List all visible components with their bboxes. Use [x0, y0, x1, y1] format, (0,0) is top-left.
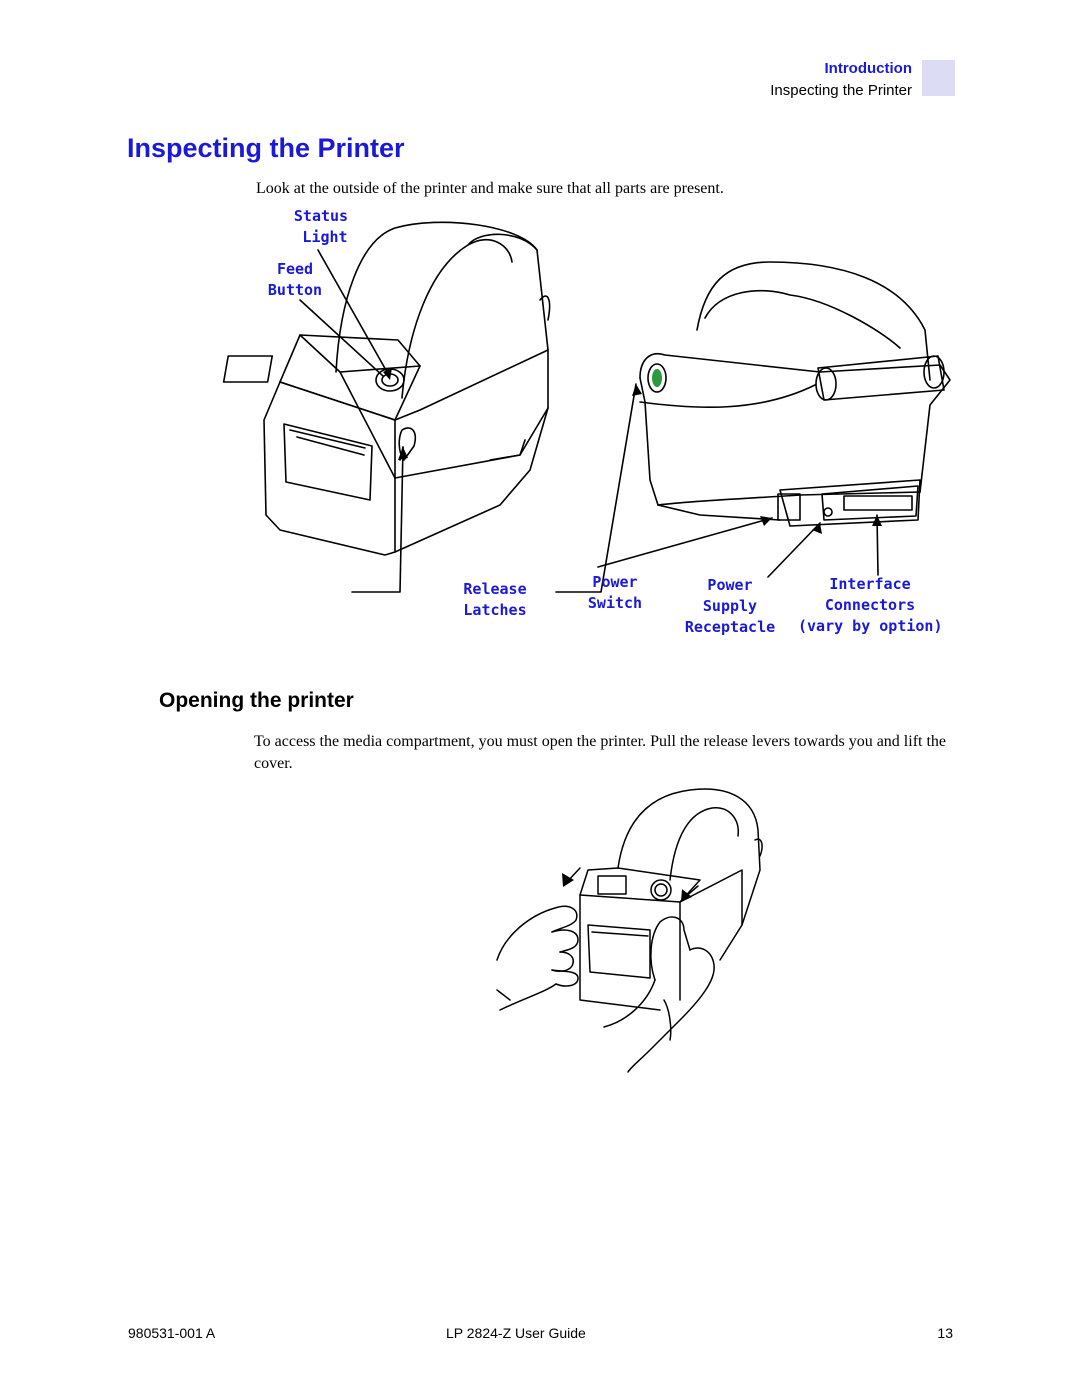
callout-interface-connectors: Interface Connectors (vary by option) [798, 574, 943, 637]
callout-release-latches-line2: Latches [463, 601, 527, 619]
callout-release-latches: Release Latches [458, 579, 532, 621]
callout-feed-button: Feed Button [262, 259, 328, 301]
page-title: Inspecting the Printer [127, 133, 405, 163]
callout-power-switch: Power Switch [582, 572, 648, 614]
callout-status-light-line2: Light [302, 228, 348, 246]
callout-interface-line2: Connectors [824, 596, 916, 614]
header-section-label: Introduction [824, 60, 912, 77]
footer-page-number: 13 [937, 1325, 953, 1341]
callout-power-supply-line2: Supply [702, 597, 758, 615]
callout-status-light: Status Light [288, 206, 354, 248]
header-topic-label: Inspecting the Printer [770, 82, 912, 99]
footer-doc-number: 980531-001 A [128, 1325, 216, 1341]
callout-power-switch-line2: Switch [587, 594, 643, 612]
callout-feed-button-line1: Feed [276, 260, 314, 278]
intro-text: Look at the outside of the printer and m… [256, 180, 724, 197]
callout-status-light-line1: Status [293, 207, 349, 225]
callout-power-switch-line1: Power [592, 573, 638, 591]
footer-guide-name: LP 2824-Z User Guide [446, 1325, 586, 1341]
callout-power-supply-receptacle: Power Supply Receptacle [680, 575, 780, 638]
callout-feed-button-line2: Button [267, 281, 323, 299]
subsection-paragraph: To access the media compartment, you mus… [254, 733, 947, 772]
callout-interface-line1: Interface [829, 575, 911, 593]
subsection-title: Opening the printer [159, 689, 354, 712]
callout-release-latches-line1: Release [463, 580, 527, 598]
callout-power-supply-line1: Power [707, 576, 753, 594]
callout-power-supply-line3: Receptacle [684, 618, 776, 636]
header-tab-marker [922, 60, 955, 96]
callout-interface-line3: (vary by option) [798, 617, 943, 635]
